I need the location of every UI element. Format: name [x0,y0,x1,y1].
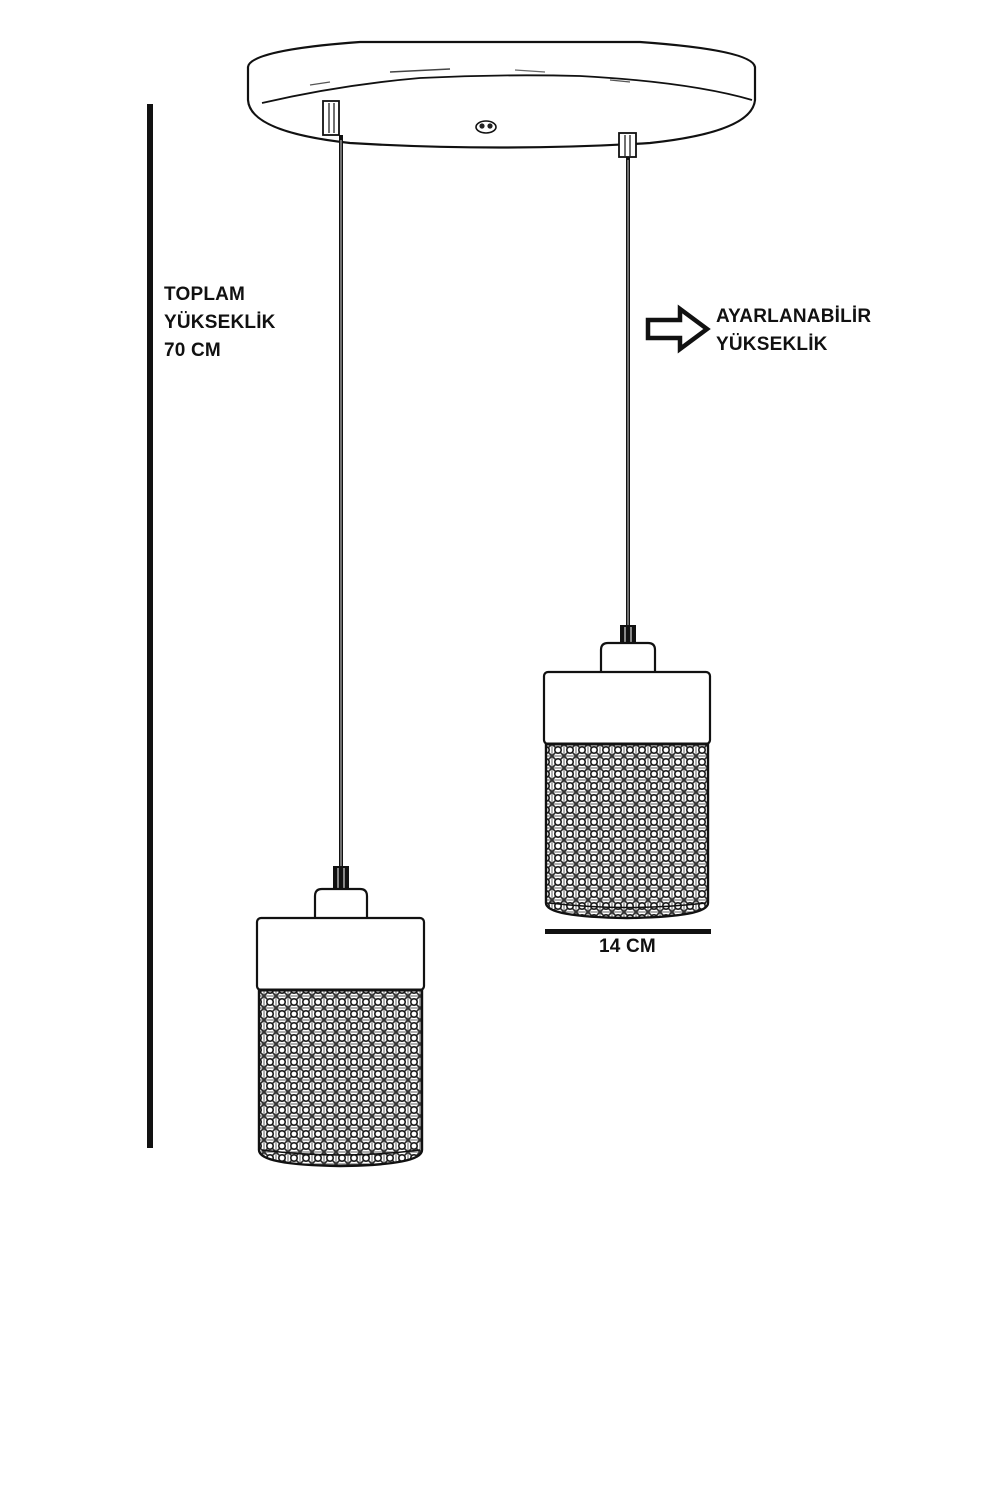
right-arrow-outline-icon [645,304,711,354]
adjustable-height-line-1: AYARLANABİLİR [716,306,872,327]
right-pendant [542,157,712,920]
shade-width-label: 14 CM [599,936,656,957]
adjustable-height-line-2: YÜKSEKLİK [716,334,828,355]
total-height-value: 70 CM [164,340,221,361]
shade-width-bar [545,929,711,934]
ceiling-canopy [246,40,757,158]
left-pendant [255,135,426,1168]
total-height-line-1: TOPLAM [164,284,246,305]
adjustable-height-label: AYARLANABİLİR YÜKSEKLİK [716,303,871,359]
total-height-label: TOPLAM YÜKSEKLİK 70 CM [164,281,276,365]
total-height-bar [147,104,153,1148]
total-height-line-2: YÜKSEKLİK [164,312,276,333]
canopy-screw-icon [475,120,497,134]
